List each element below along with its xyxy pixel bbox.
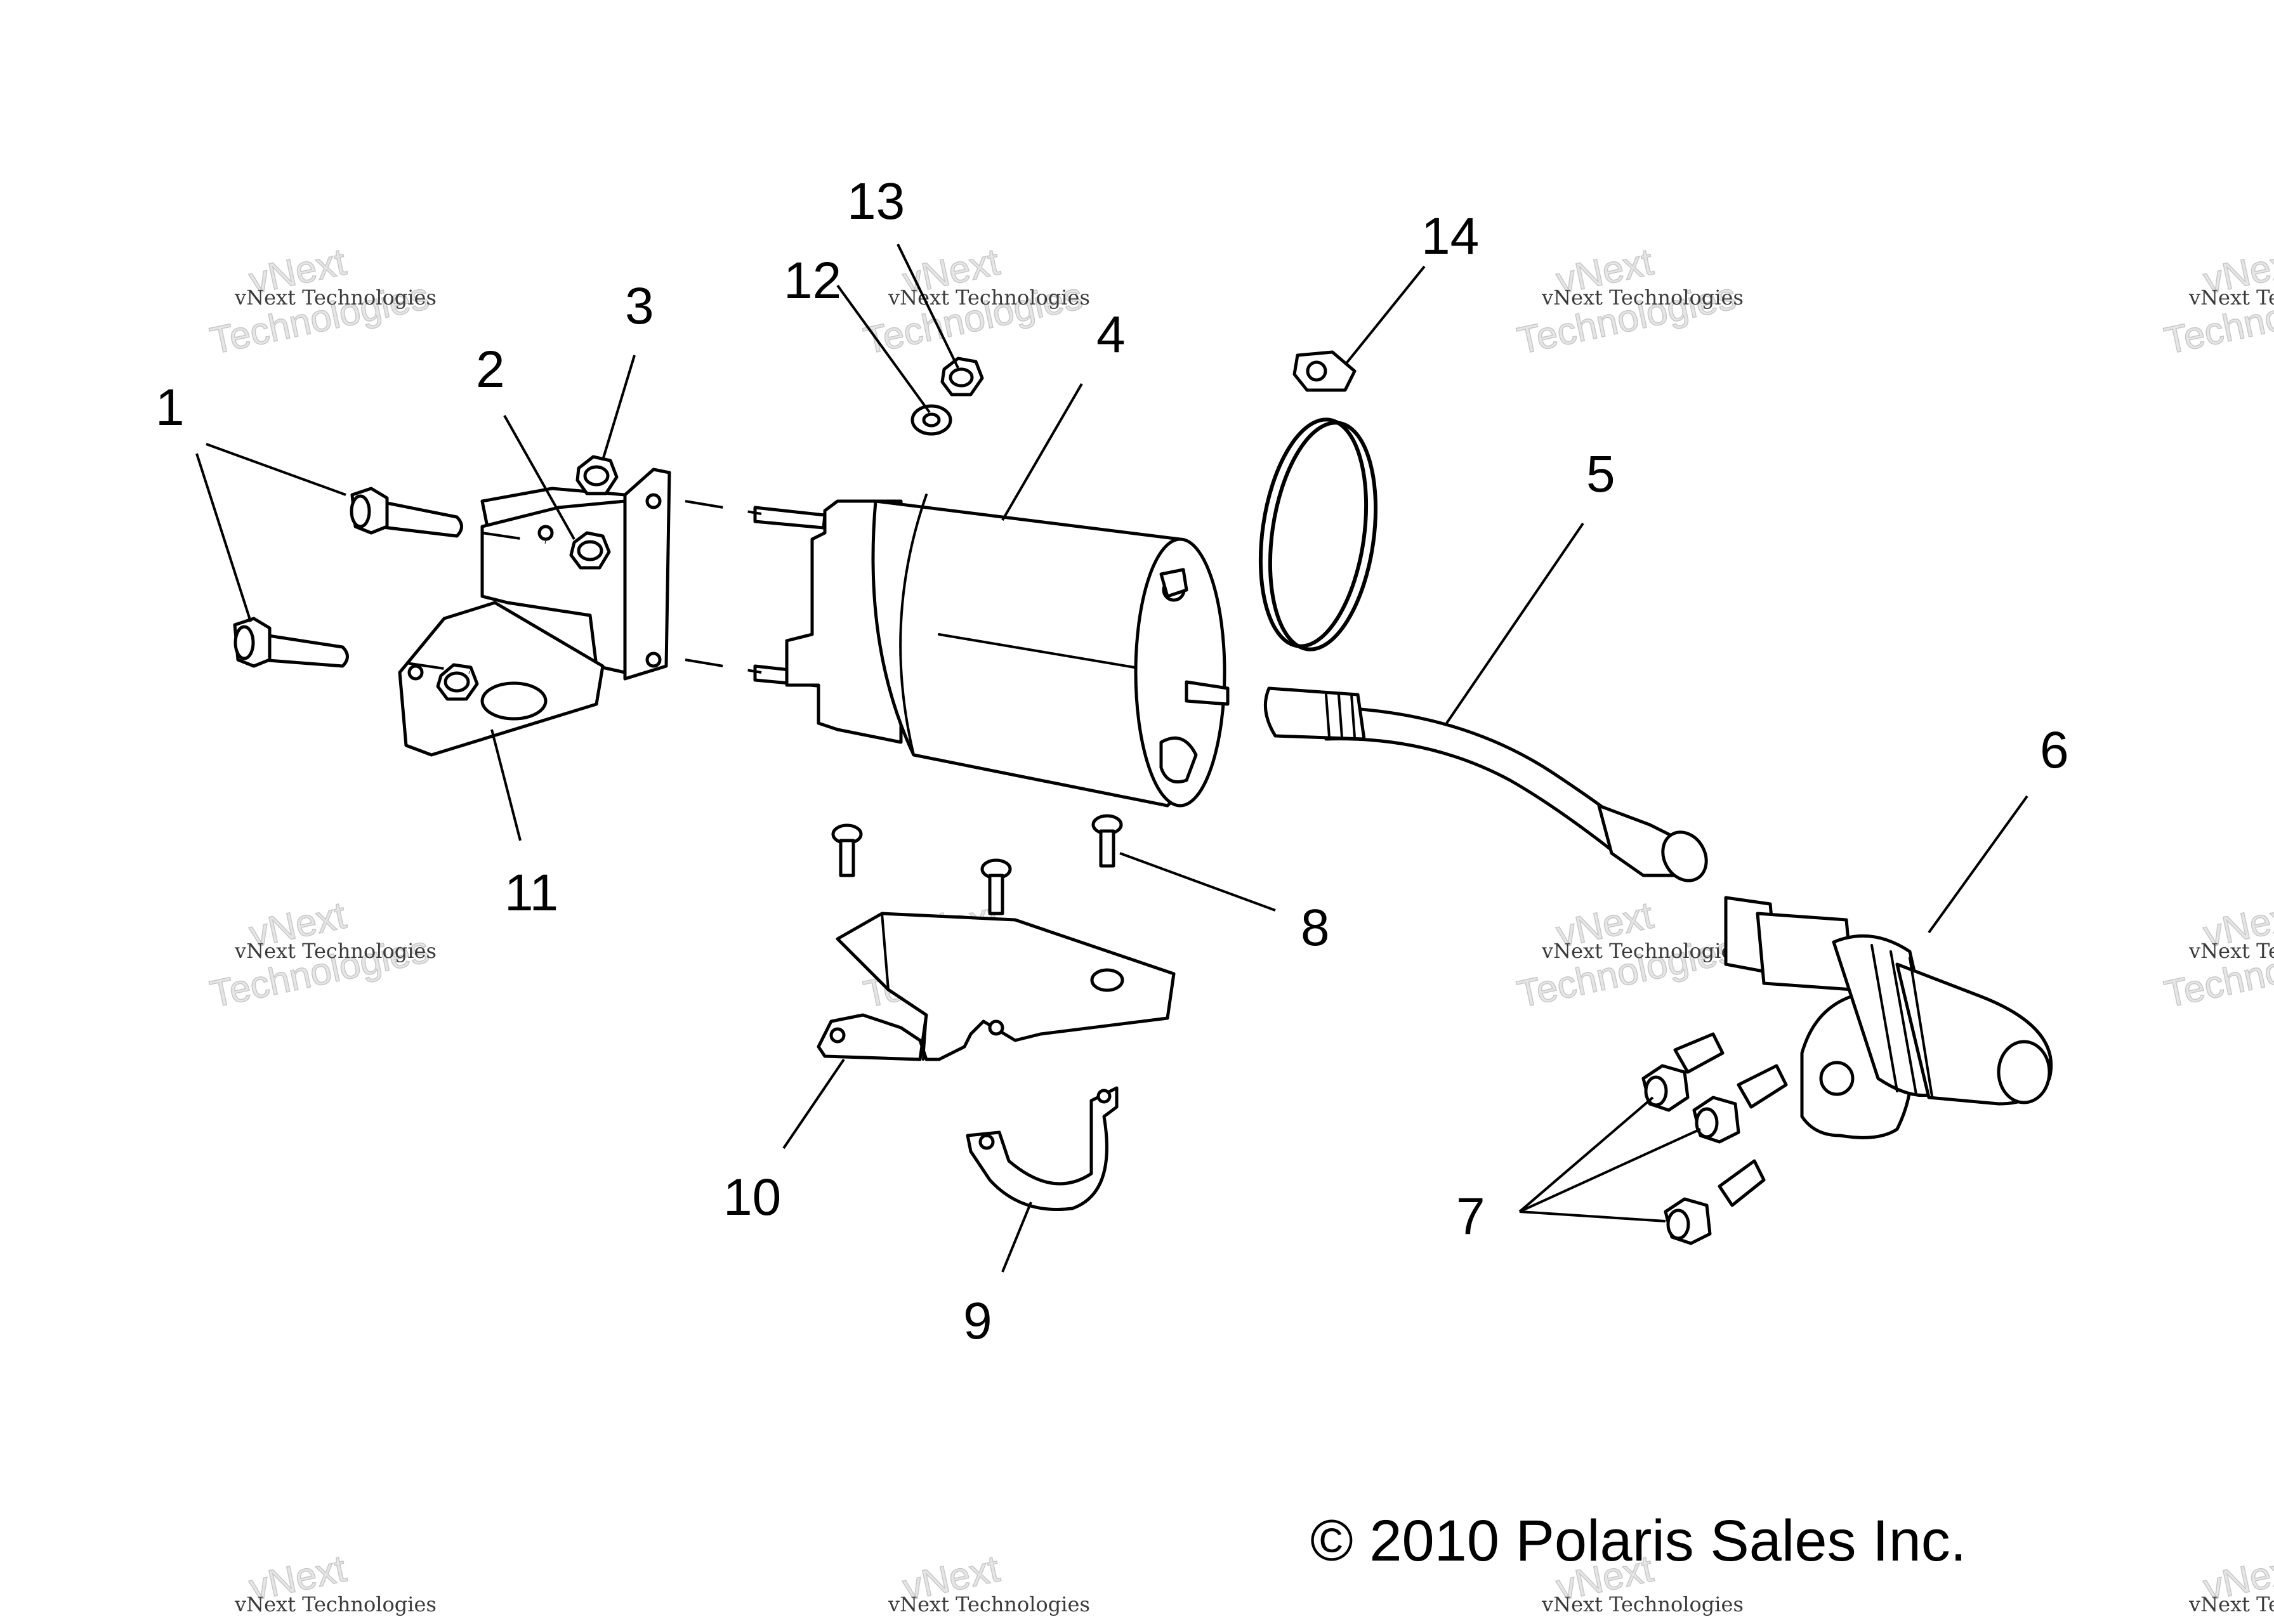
svg-text:vNext Technologies: vNext Technologies bbox=[1541, 1592, 1744, 1616]
svg-text:vNext Technologies: vNext Technologies bbox=[1541, 285, 1744, 310]
part-2-nut bbox=[569, 531, 611, 570]
svg-text:vNext Technologies: vNext Technologies bbox=[2188, 1592, 2274, 1616]
part-1-bolt-upper bbox=[350, 487, 463, 538]
watermark: vNext Technologies vNext Technologies bbox=[2160, 893, 2274, 1016]
watermark: vNext Technologies vNext Technologies bbox=[2160, 240, 2274, 363]
callout-4: 4 bbox=[1096, 306, 1126, 363]
part-12-washer bbox=[910, 404, 952, 436]
part-8-bolt-3 bbox=[1091, 814, 1123, 868]
svg-text:vNext Technologies: vNext Technologies bbox=[234, 939, 437, 963]
callout-3: 3 bbox=[625, 277, 654, 335]
watermark: vNext Technologies vNext Technologies bbox=[1513, 240, 1744, 363]
svg-text:vNext Technologies: vNext Technologies bbox=[234, 1592, 437, 1616]
leader-lines bbox=[195, 244, 2028, 1273]
callout-13: 13 bbox=[847, 173, 905, 230]
callouts: 1 2 3 4 5 6 7 8 9 10 11 12 13 14 bbox=[155, 173, 2069, 1350]
assembly-guide-lines bbox=[405, 500, 762, 674]
svg-text:vNext Technologies: vNext Technologies bbox=[2188, 939, 2274, 963]
watermark: vNext Technologies vNext Technologies bbox=[206, 893, 437, 1016]
part-14-hose-clamp bbox=[1258, 350, 1378, 652]
svg-text:vNext Technologies: vNext Technologies bbox=[234, 285, 437, 310]
watermark: vNext vNext Technologies bbox=[1541, 1547, 1744, 1616]
svg-text:vNext Technologies: vNext Technologies bbox=[1541, 939, 1744, 963]
callout-9: 9 bbox=[963, 1292, 992, 1350]
watermark: vNext Technologies vNext Technologies bbox=[1513, 893, 1744, 1016]
watermark: vNext Technologies vNext Technologies bbox=[860, 240, 1090, 363]
part-7-screw-3 bbox=[1664, 1159, 1766, 1245]
callout-1: 1 bbox=[155, 379, 185, 436]
part-13-nut bbox=[940, 357, 984, 396]
part-7-screw-2 bbox=[1692, 1064, 1788, 1144]
part-4-starter-motor bbox=[753, 494, 1230, 808]
callout-10: 10 bbox=[723, 1169, 781, 1226]
callout-2: 2 bbox=[476, 341, 505, 398]
watermark: vNext vNext Technologies bbox=[2188, 1547, 2274, 1616]
svg-text:vNext Technologies: vNext Technologies bbox=[888, 285, 1090, 310]
watermark: vNext Technologies vNext Technologies bbox=[206, 240, 437, 363]
part-9-clamp-strap bbox=[966, 1086, 1119, 1212]
copyright-notice: © 2010 Polaris Sales Inc. bbox=[1310, 1509, 1966, 1573]
svg-text:vNext Technologies: vNext Technologies bbox=[2188, 285, 2274, 310]
part-6-starter-drive bbox=[1724, 896, 2053, 1139]
callout-14: 14 bbox=[1421, 207, 1479, 265]
watermark: vNext vNext Technologies bbox=[888, 1547, 1090, 1616]
part-10-support-bracket bbox=[817, 912, 1176, 1061]
callout-11: 11 bbox=[504, 864, 558, 922]
part-8-bolt-2 bbox=[980, 858, 1012, 915]
callout-8: 8 bbox=[1301, 899, 1330, 957]
svg-text:vNext Technologies: vNext Technologies bbox=[888, 1592, 1090, 1616]
svg-text:vNext: vNext bbox=[1553, 1547, 1657, 1609]
part-8-bolt-1 bbox=[831, 823, 863, 877]
callout-5: 5 bbox=[1586, 445, 1615, 503]
part-1-bolt-lower bbox=[233, 617, 349, 668]
callout-12: 12 bbox=[784, 252, 841, 310]
watermarks: vNext Technologies vNext Technologies vN… bbox=[206, 240, 2274, 1616]
part-7-screw-1 bbox=[1641, 1032, 1725, 1112]
part-3-nut bbox=[575, 455, 619, 495]
part-5-drive-shaft bbox=[1263, 686, 1708, 882]
callout-7: 7 bbox=[1456, 1188, 1485, 1245]
part-2-nut-lower bbox=[436, 663, 479, 701]
watermark: vNext vNext Technologies bbox=[234, 1547, 437, 1616]
callout-6: 6 bbox=[2040, 721, 2069, 779]
